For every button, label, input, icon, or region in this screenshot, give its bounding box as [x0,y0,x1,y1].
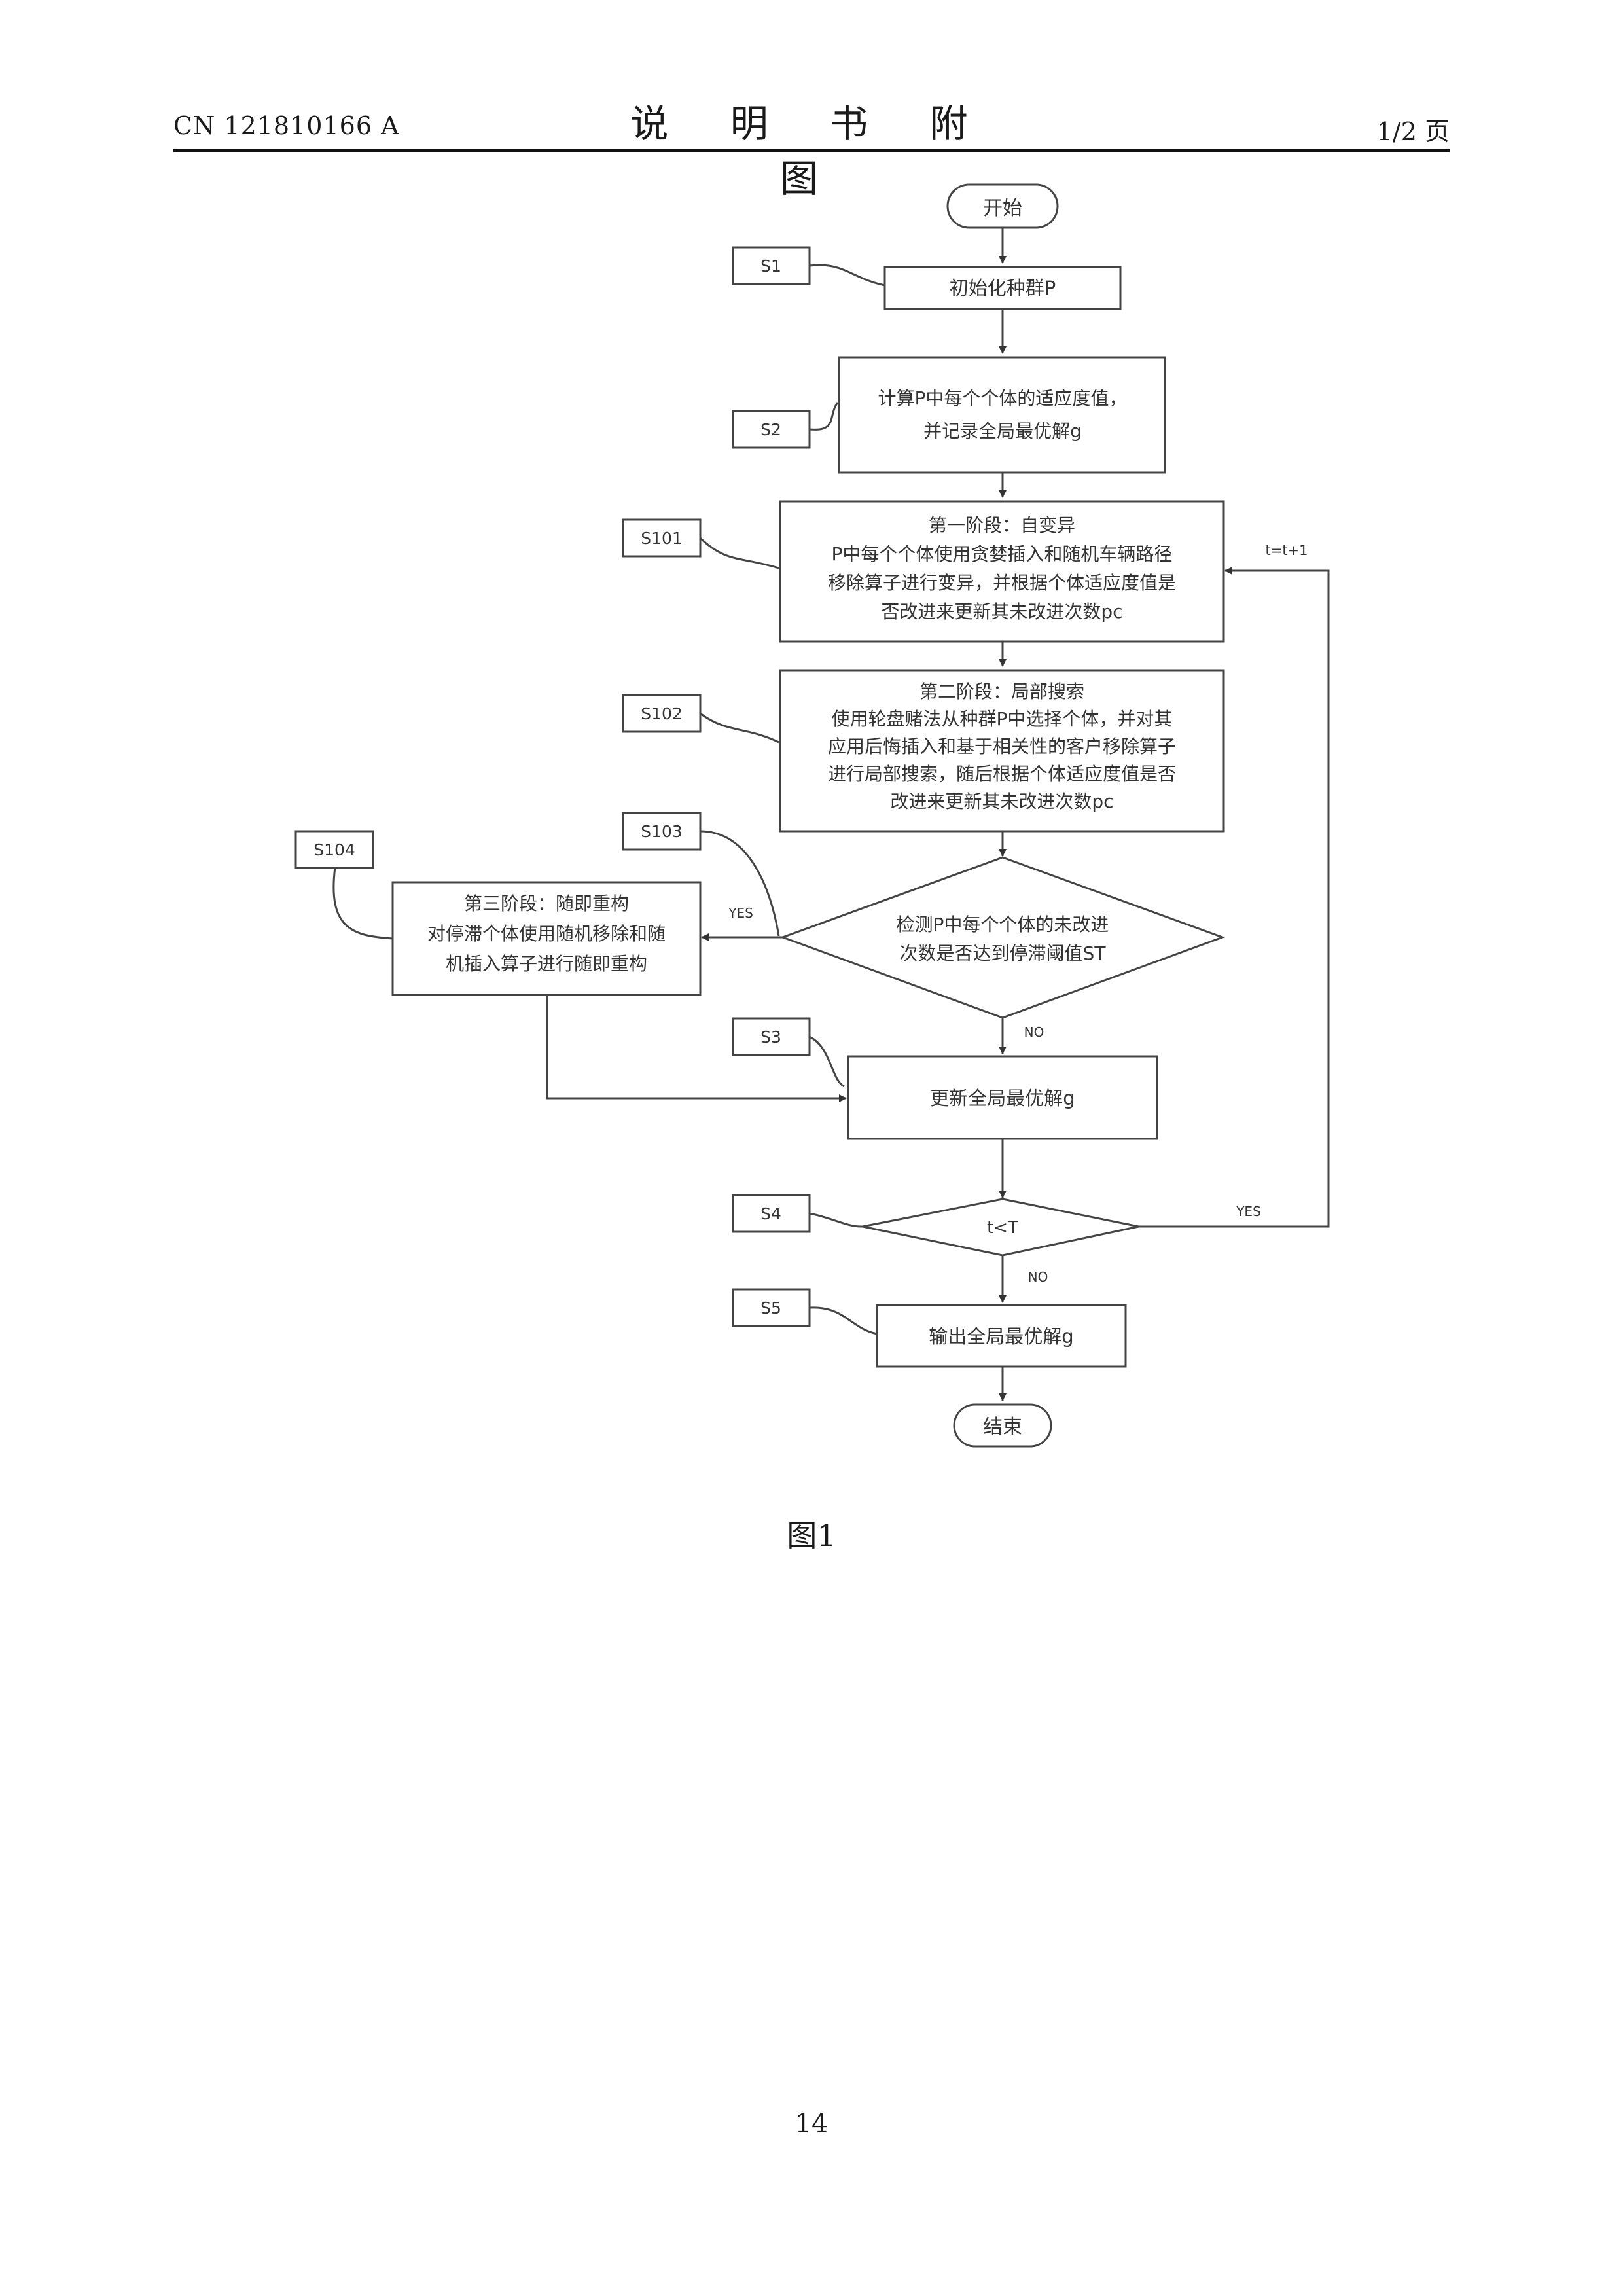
arrow-loop-s4-s101 [1139,571,1329,1227]
s101-line: 第一阶段：自变异 [929,514,1075,536]
s104-line: 机插入算子进行随即重构 [446,953,647,975]
yes-label-s4: YES [1236,1204,1261,1219]
tag-s4-label: S4 [760,1204,781,1223]
s1-label: 初始化种群P [950,277,1056,299]
tag-s3-label: S3 [760,1028,781,1047]
tag-s102-label: S102 [641,704,683,723]
s104-line: 对停滞个体使用随机移除和随 [427,923,666,944]
s2-line: 并记录全局最优解g [923,420,1082,442]
s102-line: 应用后悔插入和基于相关性的客户移除算子 [828,736,1176,757]
no-label-s103: NO [1024,1024,1044,1040]
end-label: 结束 [983,1416,1022,1439]
tag-s103-label: S103 [641,822,683,841]
s104-line: 第三阶段：随即重构 [464,893,629,914]
leader-s2 [810,403,838,429]
page-number: 14 [0,2109,1623,2139]
s101-line: P中每个个体使用贪婪插入和随机车辆路径 [832,543,1173,565]
loop-label: t=t+1 [1265,543,1308,558]
tag-s5-label: S5 [760,1299,781,1318]
s101-line: 移除算子进行变异，并根据个体适应度值是 [828,572,1176,594]
no-label-s4: NO [1028,1269,1048,1285]
leader-s104 [334,867,393,939]
s3-label: 更新全局最优解g [930,1087,1075,1109]
s103-line: 检测P中每个个体的未改进 [897,914,1109,935]
s101-line: 否改进来更新其未改进次数pc [881,601,1122,622]
flowchart: 开始 初始化种群P 计算P中每个个体的适应度值， 并记录全局最优解g 第一阶段：… [0,0,1623,1505]
leader-s5 [810,1308,877,1334]
s102-line: 使用轮盘赌法从种群P中选择个体，并对其 [832,708,1173,730]
figure-caption: 图1 [0,1512,1623,1555]
s5-label: 输出全局最优解g [929,1325,1073,1348]
tag-s104-label: S104 [313,840,355,859]
tag-s101-label: S101 [641,529,683,548]
s4-label: t<T [987,1218,1018,1238]
s2-line: 计算P中每个个体的适应度值， [878,387,1128,409]
s102-line: 改进来更新其未改进次数pc [890,791,1113,812]
tag-s2-label: S2 [760,420,781,439]
leader-s4 [810,1213,863,1227]
s102-line: 第二阶段：局部搜索 [919,681,1084,702]
leader-s101 [700,538,779,568]
start-label: 开始 [983,197,1022,220]
leader-s1 [810,265,885,285]
s103-decision [783,857,1222,1018]
yes-label-s103: YES [728,905,753,921]
tag-s1-label: S1 [760,257,781,276]
s103-line: 次数是否达到停滞阈值ST [900,942,1107,964]
s102-line: 进行局部搜索，随后根据个体适应度值是否 [828,763,1176,785]
s2-box [839,357,1165,473]
leader-s3 [810,1037,844,1086]
leader-s102 [700,713,779,742]
